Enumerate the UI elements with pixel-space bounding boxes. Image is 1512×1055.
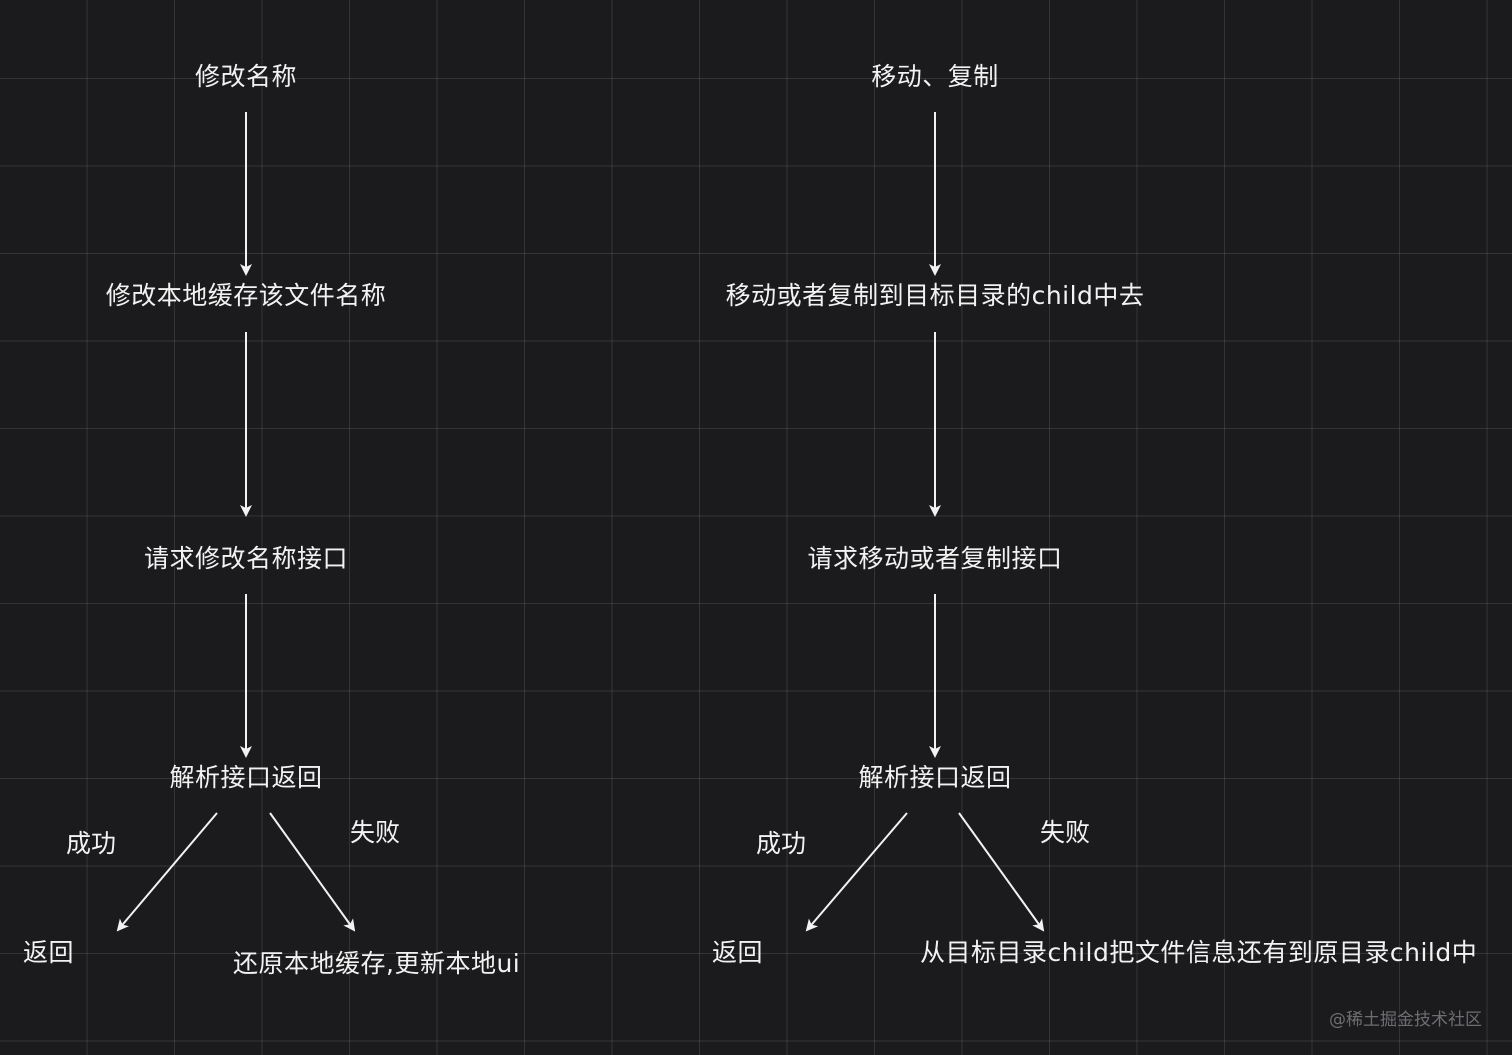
left-step-request-api: 请求修改名称接口 — [143, 544, 349, 573]
right-fail-label: 失败 — [1040, 818, 1091, 847]
right-step-request-api: 请求移动或者复制接口 — [807, 544, 1063, 573]
left-success-result: 返回 — [23, 938, 75, 967]
left-step-parse-response: 解析接口返回 — [169, 763, 323, 792]
arrow-left-success — [116, 812, 218, 932]
watermark: @稀土掘金技术社区 — [1329, 1010, 1482, 1030]
left-step-rename: 修改名称 — [194, 62, 298, 91]
right-step-update-child: 移动或者复制到目标目录的child中去 — [725, 281, 1145, 310]
right-step-move-copy: 移动、复制 — [871, 62, 999, 91]
left-success-label: 成功 — [66, 829, 117, 858]
arrow-left-fail — [269, 812, 356, 932]
arrow-right-fail — [958, 812, 1045, 932]
right-fail-result: 从目标目录child把文件信息还有到原目录child中 — [920, 938, 1478, 967]
right-success-label: 成功 — [756, 829, 807, 858]
right-step-parse-response: 解析接口返回 — [858, 763, 1012, 792]
left-step-update-cache: 修改本地缓存该文件名称 — [105, 281, 387, 310]
left-fail-label: 失败 — [350, 818, 401, 847]
right-success-result: 返回 — [712, 938, 764, 967]
arrow-right-success — [805, 812, 908, 932]
left-fail-result: 还原本地缓存,更新本地ui — [233, 949, 521, 978]
